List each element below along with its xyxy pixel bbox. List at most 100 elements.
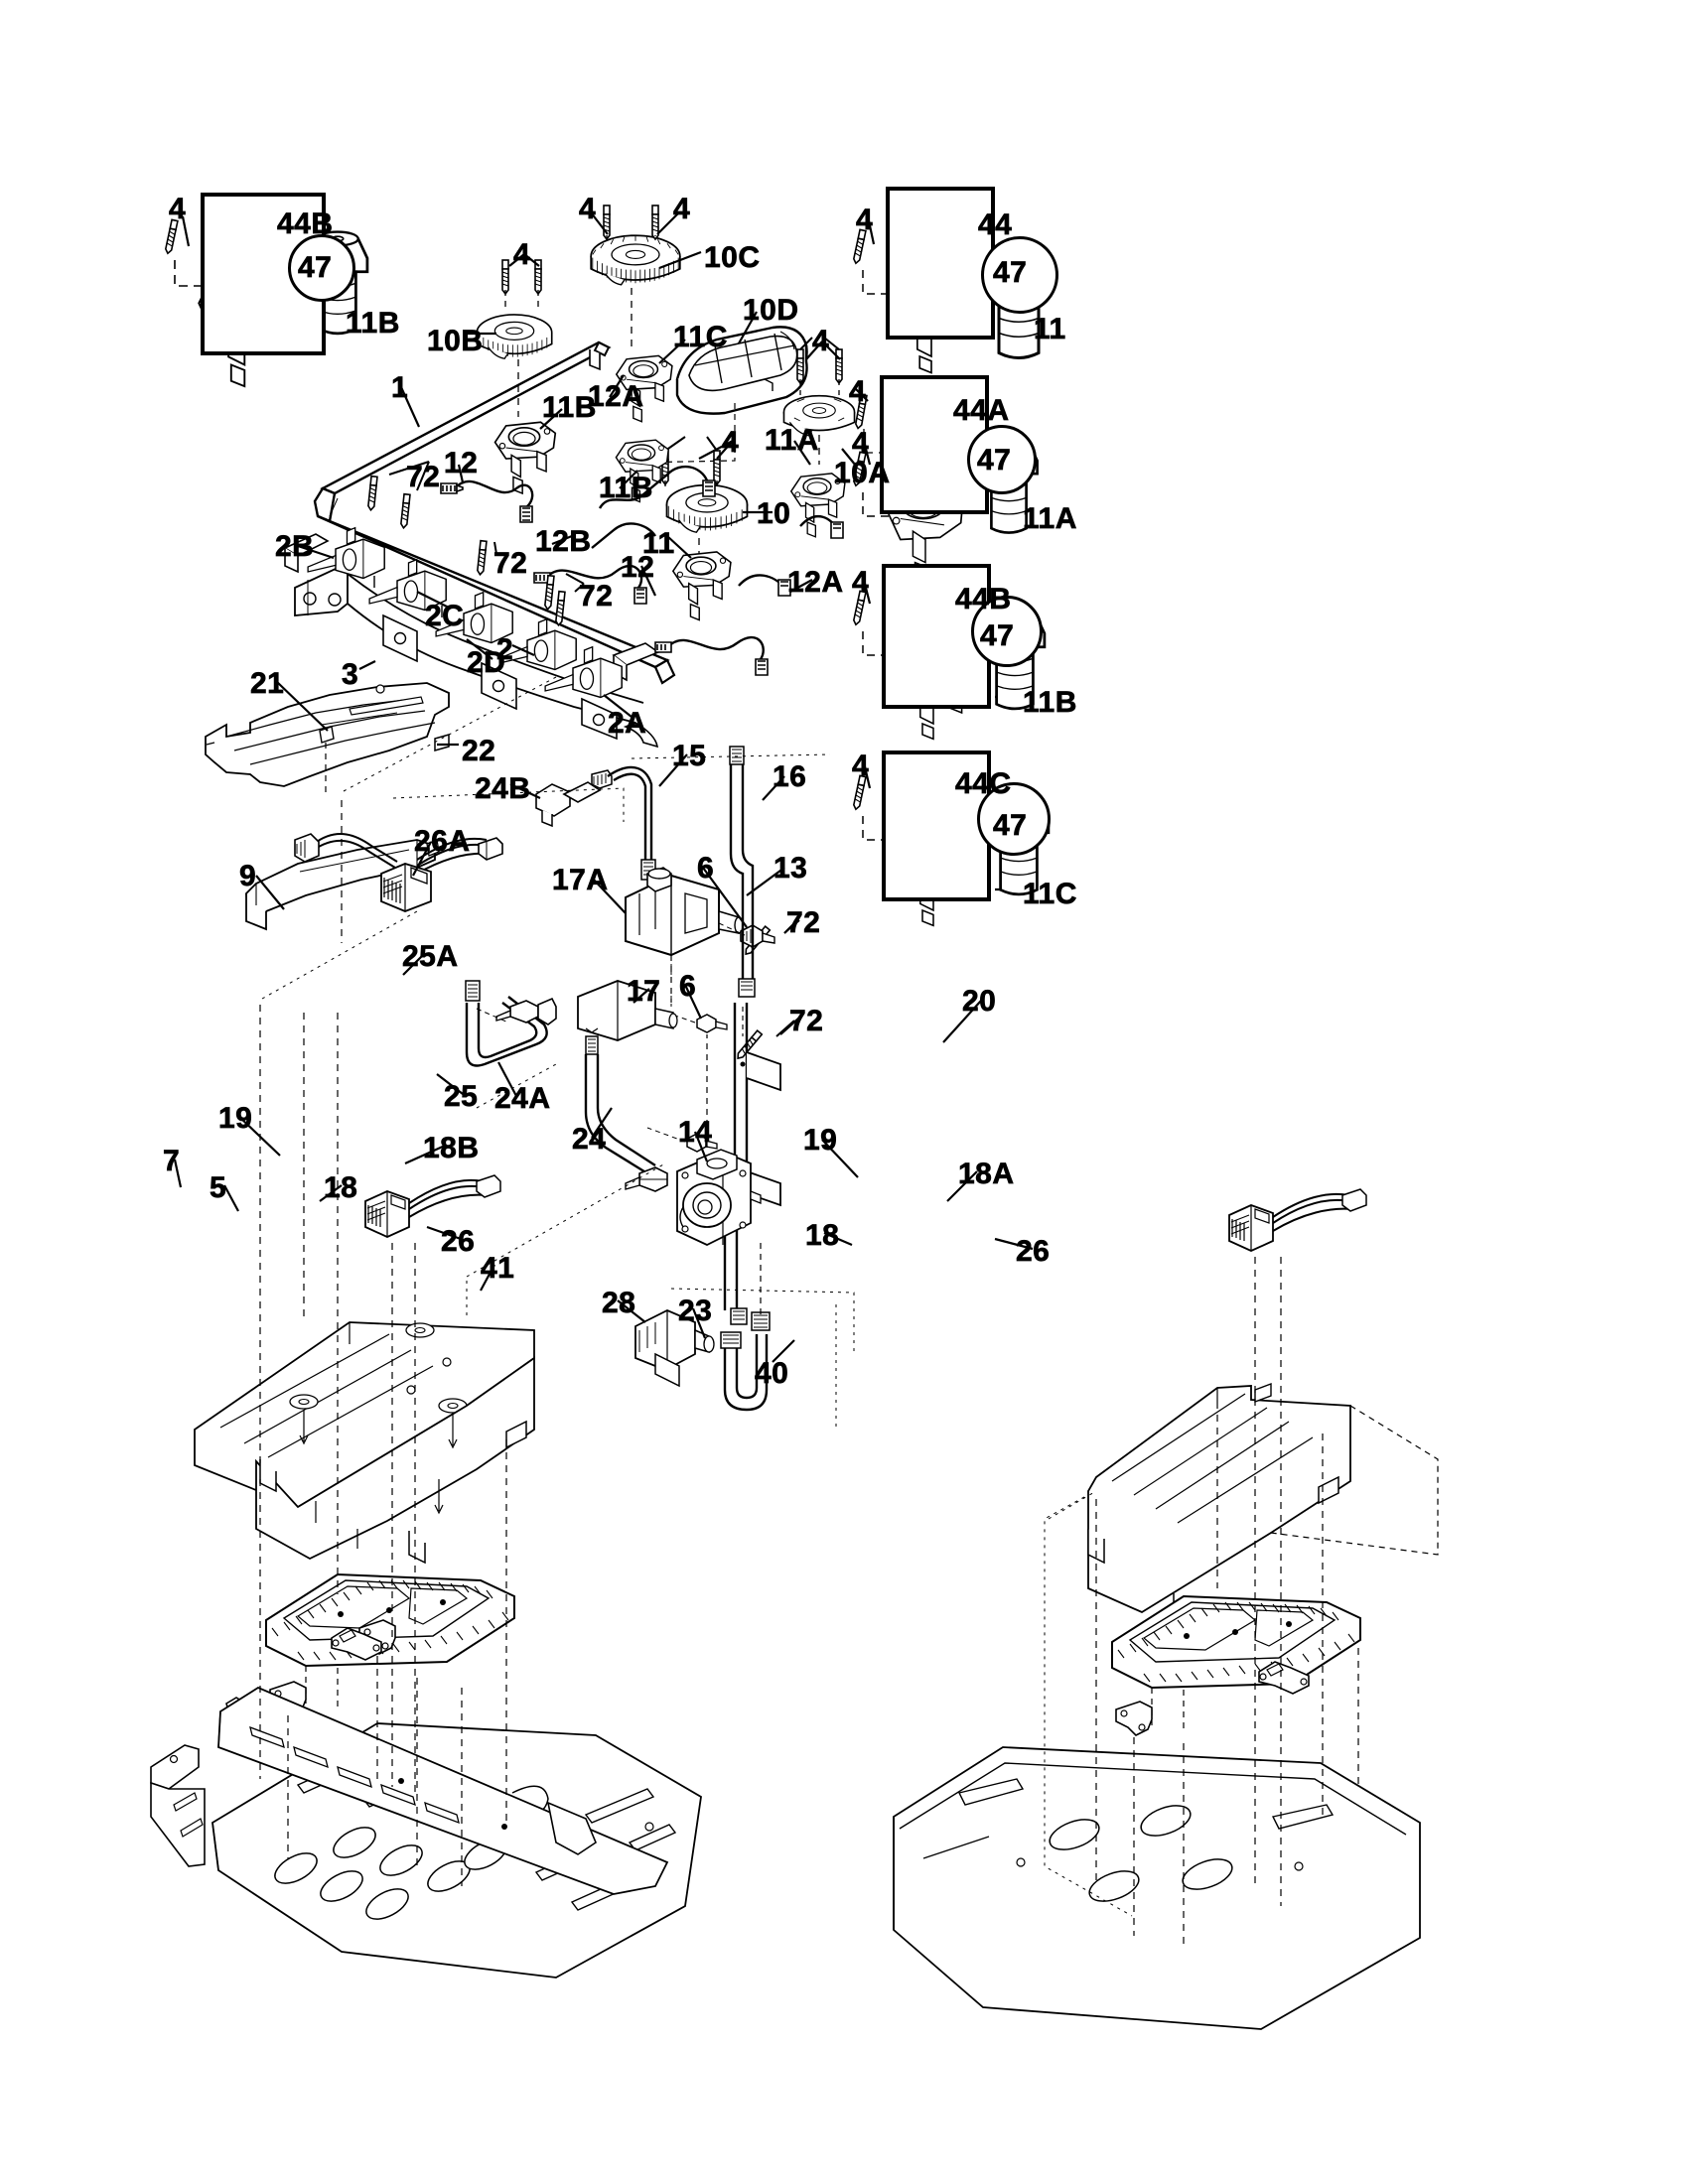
- part-callout-28: 28: [602, 1287, 636, 1319]
- part-callout-4: 4: [852, 427, 870, 460]
- part-callout-2: 2: [496, 633, 514, 666]
- brackets-left: [150, 1619, 396, 1867]
- part-callout-2b: 2B: [275, 530, 315, 563]
- part-callout-47: 47: [993, 809, 1028, 842]
- part-callout-19: 19: [218, 1102, 253, 1135]
- part-callout-47: 47: [993, 256, 1028, 289]
- part-callout-22: 22: [462, 735, 496, 767]
- part-callout-11b: 11B: [542, 391, 597, 424]
- oven-panel-20: [1087, 1382, 1439, 1626]
- detail-bubble-47-11: [981, 236, 1058, 314]
- part-callout-11a: 11A: [765, 424, 819, 457]
- part-callout-4: 4: [852, 566, 870, 599]
- part-callout-10: 10: [757, 497, 791, 530]
- part-callout-12: 12: [621, 551, 655, 584]
- part-callout-15: 15: [672, 740, 707, 772]
- part-callout-7: 7: [163, 1145, 181, 1177]
- part-callout-9: 9: [239, 860, 257, 892]
- part-callout-12b: 12B: [535, 525, 592, 558]
- part-callout-11: 11: [642, 527, 675, 560]
- part-callout-4: 4: [852, 750, 870, 782]
- part-callout-44c: 44C: [955, 767, 1012, 800]
- part-callout-11c: 11C: [1023, 878, 1077, 910]
- part-callout-17: 17: [627, 975, 661, 1008]
- part-callout-24a: 24A: [494, 1082, 551, 1115]
- oven-burner-19-left: [265, 1572, 515, 1707]
- part-callout-11b: 11B: [1023, 686, 1077, 719]
- part-callout-12a: 12A: [787, 566, 844, 599]
- part-callout-20: 20: [962, 985, 997, 1018]
- heat-shield-22: [205, 682, 450, 794]
- part-callout-4: 4: [849, 375, 867, 408]
- part-callout-18a: 18A: [958, 1158, 1015, 1190]
- part-callout-10d: 10D: [743, 294, 799, 327]
- part-callout-23: 23: [678, 1295, 713, 1327]
- part-callout-6: 6: [679, 970, 697, 1003]
- part-callout-2d: 2D: [467, 646, 506, 679]
- part-callout-47: 47: [980, 619, 1015, 652]
- inset-box-11: [886, 187, 995, 340]
- part-callout-2c: 2C: [425, 600, 465, 632]
- part-callout-44b: 44B: [277, 207, 334, 240]
- part-callout-10a: 10A: [834, 457, 891, 489]
- part-callout-13: 13: [774, 852, 808, 885]
- part-callout-1: 1: [391, 371, 409, 404]
- part-callout-72: 72: [493, 547, 528, 580]
- riser-tube-13-16: [646, 746, 781, 1325]
- part-callout-72: 72: [579, 580, 614, 613]
- part-callout-4: 4: [812, 325, 830, 357]
- part-callout-19: 19: [803, 1124, 838, 1157]
- part-callout-4: 4: [579, 193, 597, 225]
- part-callout-47: 47: [298, 251, 333, 284]
- part-callout-12a: 12A: [588, 380, 644, 413]
- part-callout-25a: 25A: [402, 940, 459, 973]
- part-callout-26: 26: [1016, 1235, 1051, 1268]
- part-callout-4: 4: [513, 238, 531, 271]
- part-callout-11b: 11B: [599, 472, 653, 504]
- part-callout-11a: 11A: [1023, 502, 1077, 535]
- part-callout-4: 4: [673, 193, 691, 225]
- oven-panel-25A: [194, 1321, 535, 1565]
- part-callout-18: 18: [324, 1171, 358, 1204]
- part-callout-44: 44: [978, 208, 1013, 241]
- part-callout-17a: 17A: [552, 864, 609, 896]
- part-callout-6: 6: [697, 852, 715, 885]
- part-callout-40: 40: [755, 1357, 789, 1390]
- part-callout-11: 11: [1034, 313, 1066, 345]
- part-callout-26a: 26A: [414, 825, 471, 858]
- part-callout-72: 72: [406, 461, 441, 493]
- part-callout-3: 3: [342, 658, 359, 691]
- brackets-right: [1115, 1188, 1367, 1736]
- oven-burner-19-right: [1111, 1594, 1361, 1729]
- part-callout-24: 24: [572, 1123, 607, 1156]
- part-callout-12: 12: [444, 447, 479, 479]
- part-callout-25: 25: [444, 1080, 479, 1113]
- part-callout-18: 18: [805, 1219, 840, 1252]
- spark-module-17: [577, 980, 678, 1192]
- part-callout-24b: 24B: [475, 772, 531, 805]
- part-callout-47: 47: [977, 444, 1012, 477]
- part-callout-2a: 2A: [608, 707, 647, 740]
- part-callout-4: 4: [722, 426, 740, 459]
- part-callout-21: 21: [250, 667, 285, 700]
- part-callout-18b: 18B: [423, 1132, 480, 1164]
- harness-26-left: [364, 1174, 501, 1238]
- part-callout-11c: 11C: [673, 321, 728, 353]
- part-callout-5: 5: [210, 1171, 227, 1204]
- part-callout-4: 4: [856, 204, 874, 236]
- part-callout-10c: 10C: [704, 241, 761, 274]
- bottom-panel-40: [893, 1746, 1421, 2030]
- part-callout-4: 4: [169, 193, 187, 225]
- part-callout-11b: 11B: [346, 307, 400, 340]
- part-callout-10b: 10B: [427, 325, 484, 357]
- part-callout-26: 26: [441, 1225, 476, 1258]
- detail-bubble-47-11B: [971, 596, 1043, 667]
- part-callout-16: 16: [773, 760, 807, 793]
- tube-24A: [465, 980, 557, 1067]
- detail-bubble-47-11A: [967, 425, 1037, 494]
- part-callout-72: 72: [786, 906, 821, 939]
- part-callout-72: 72: [789, 1005, 824, 1037]
- bottom-panel-41: [211, 1686, 702, 1979]
- part-callout-44b: 44B: [955, 583, 1012, 615]
